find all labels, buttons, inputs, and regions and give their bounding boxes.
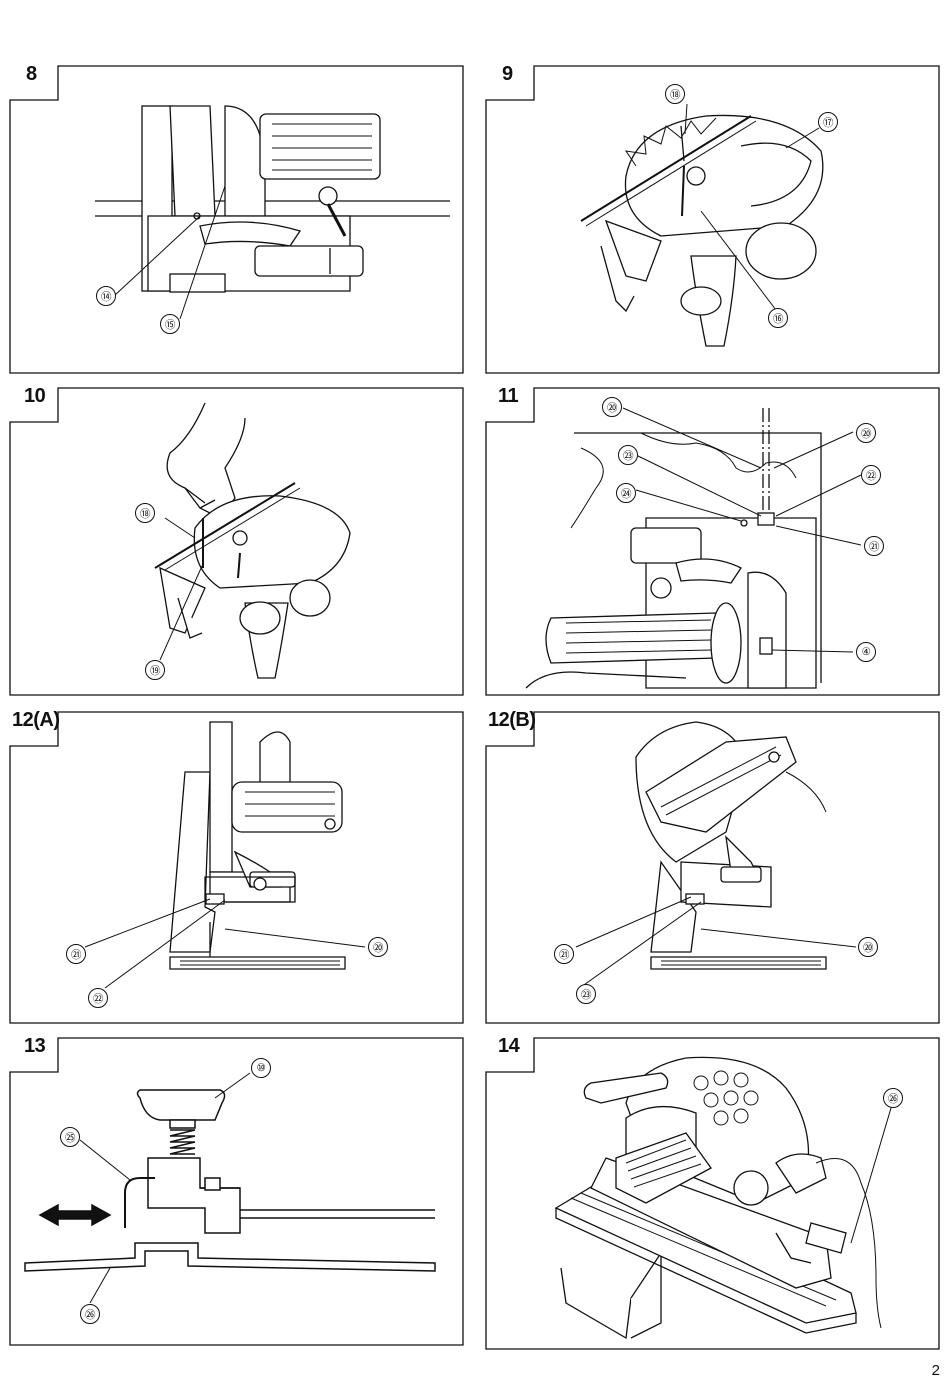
figure-13-number: 13: [24, 1035, 46, 1057]
figure-12b: 12(B) ㉑ ⑳ ㉓: [485, 709, 940, 1024]
figure-10-illustration: [154, 402, 351, 679]
callout-15: ⑮: [160, 314, 180, 334]
callout-20-a: ⑳: [602, 397, 622, 417]
figure-8-frame: [9, 65, 464, 374]
figure-12a-illustration: [84, 721, 366, 989]
figure-12b-frame: [485, 711, 940, 1024]
callout-23: ㉓: [618, 445, 638, 465]
figure-14: 14: [485, 1035, 940, 1350]
callout-22: ㉒: [861, 465, 881, 485]
figure-9-number: 9: [502, 63, 513, 85]
figure-12a-frame: [9, 711, 464, 1024]
figure-14-illustration: [554, 1056, 892, 1340]
figure-8-illustration: [95, 105, 450, 320]
callout-24: ㉔: [616, 483, 636, 503]
callout-10: ⑩: [251, 1058, 271, 1078]
callout-20-b: ⑳: [856, 423, 876, 443]
callout-16: ⑯: [768, 308, 788, 328]
figure-8: 8 ⑭ ⑮: [9, 63, 464, 374]
callout-20: ⑳: [858, 937, 878, 957]
figure-13-illustration: [24, 1072, 436, 1304]
callout-17: ⑰: [818, 112, 838, 132]
callout-20: ⑳: [368, 937, 388, 957]
callout-23: ㉓: [576, 984, 596, 1004]
callout-26: ㉖: [80, 1304, 100, 1324]
figure-11: 11: [485, 385, 940, 696]
figure-11-frame: [485, 387, 940, 696]
figure-14-number: 14: [498, 1035, 520, 1057]
callout-18: ⑱: [135, 503, 155, 523]
callout-22: ㉒: [88, 988, 108, 1008]
callout-18: ⑱: [665, 84, 685, 104]
figure-14-frame: [485, 1037, 940, 1350]
callout-26: ㉖: [883, 1088, 903, 1108]
figure-8-number: 8: [26, 63, 37, 85]
figure-12a-number: 12(A): [12, 709, 60, 731]
callout-21: ㉑: [66, 944, 86, 964]
figure-12b-illustration: [575, 721, 857, 988]
page-number: 2: [931, 1362, 940, 1379]
figure-12b-number: 12(B): [488, 709, 536, 731]
figure-13: 13 ⑩ ㉕ ㉖: [9, 1035, 464, 1346]
callout-14: ⑭: [96, 286, 116, 306]
figure-11-number: 11: [498, 385, 519, 407]
callout-21: ㉑: [554, 944, 574, 964]
figure-11-illustration: [525, 407, 862, 689]
figure-12a: 12(A): [9, 709, 464, 1024]
figure-9-illustration: [580, 103, 824, 347]
callout-19: ⑲: [145, 660, 165, 680]
callout-21: ㉑: [864, 536, 884, 556]
figure-13-frame: [9, 1037, 464, 1346]
figure-9-frame: [485, 65, 940, 374]
figure-10: 10 ⑱ ⑲: [9, 385, 464, 696]
figure-10-number: 10: [24, 385, 46, 407]
figure-10-frame: [9, 387, 464, 696]
callout-4: ④: [856, 642, 876, 662]
callout-25: ㉕: [60, 1127, 80, 1147]
figure-9: 9 ⑱ ⑰ ⑯: [485, 63, 940, 374]
